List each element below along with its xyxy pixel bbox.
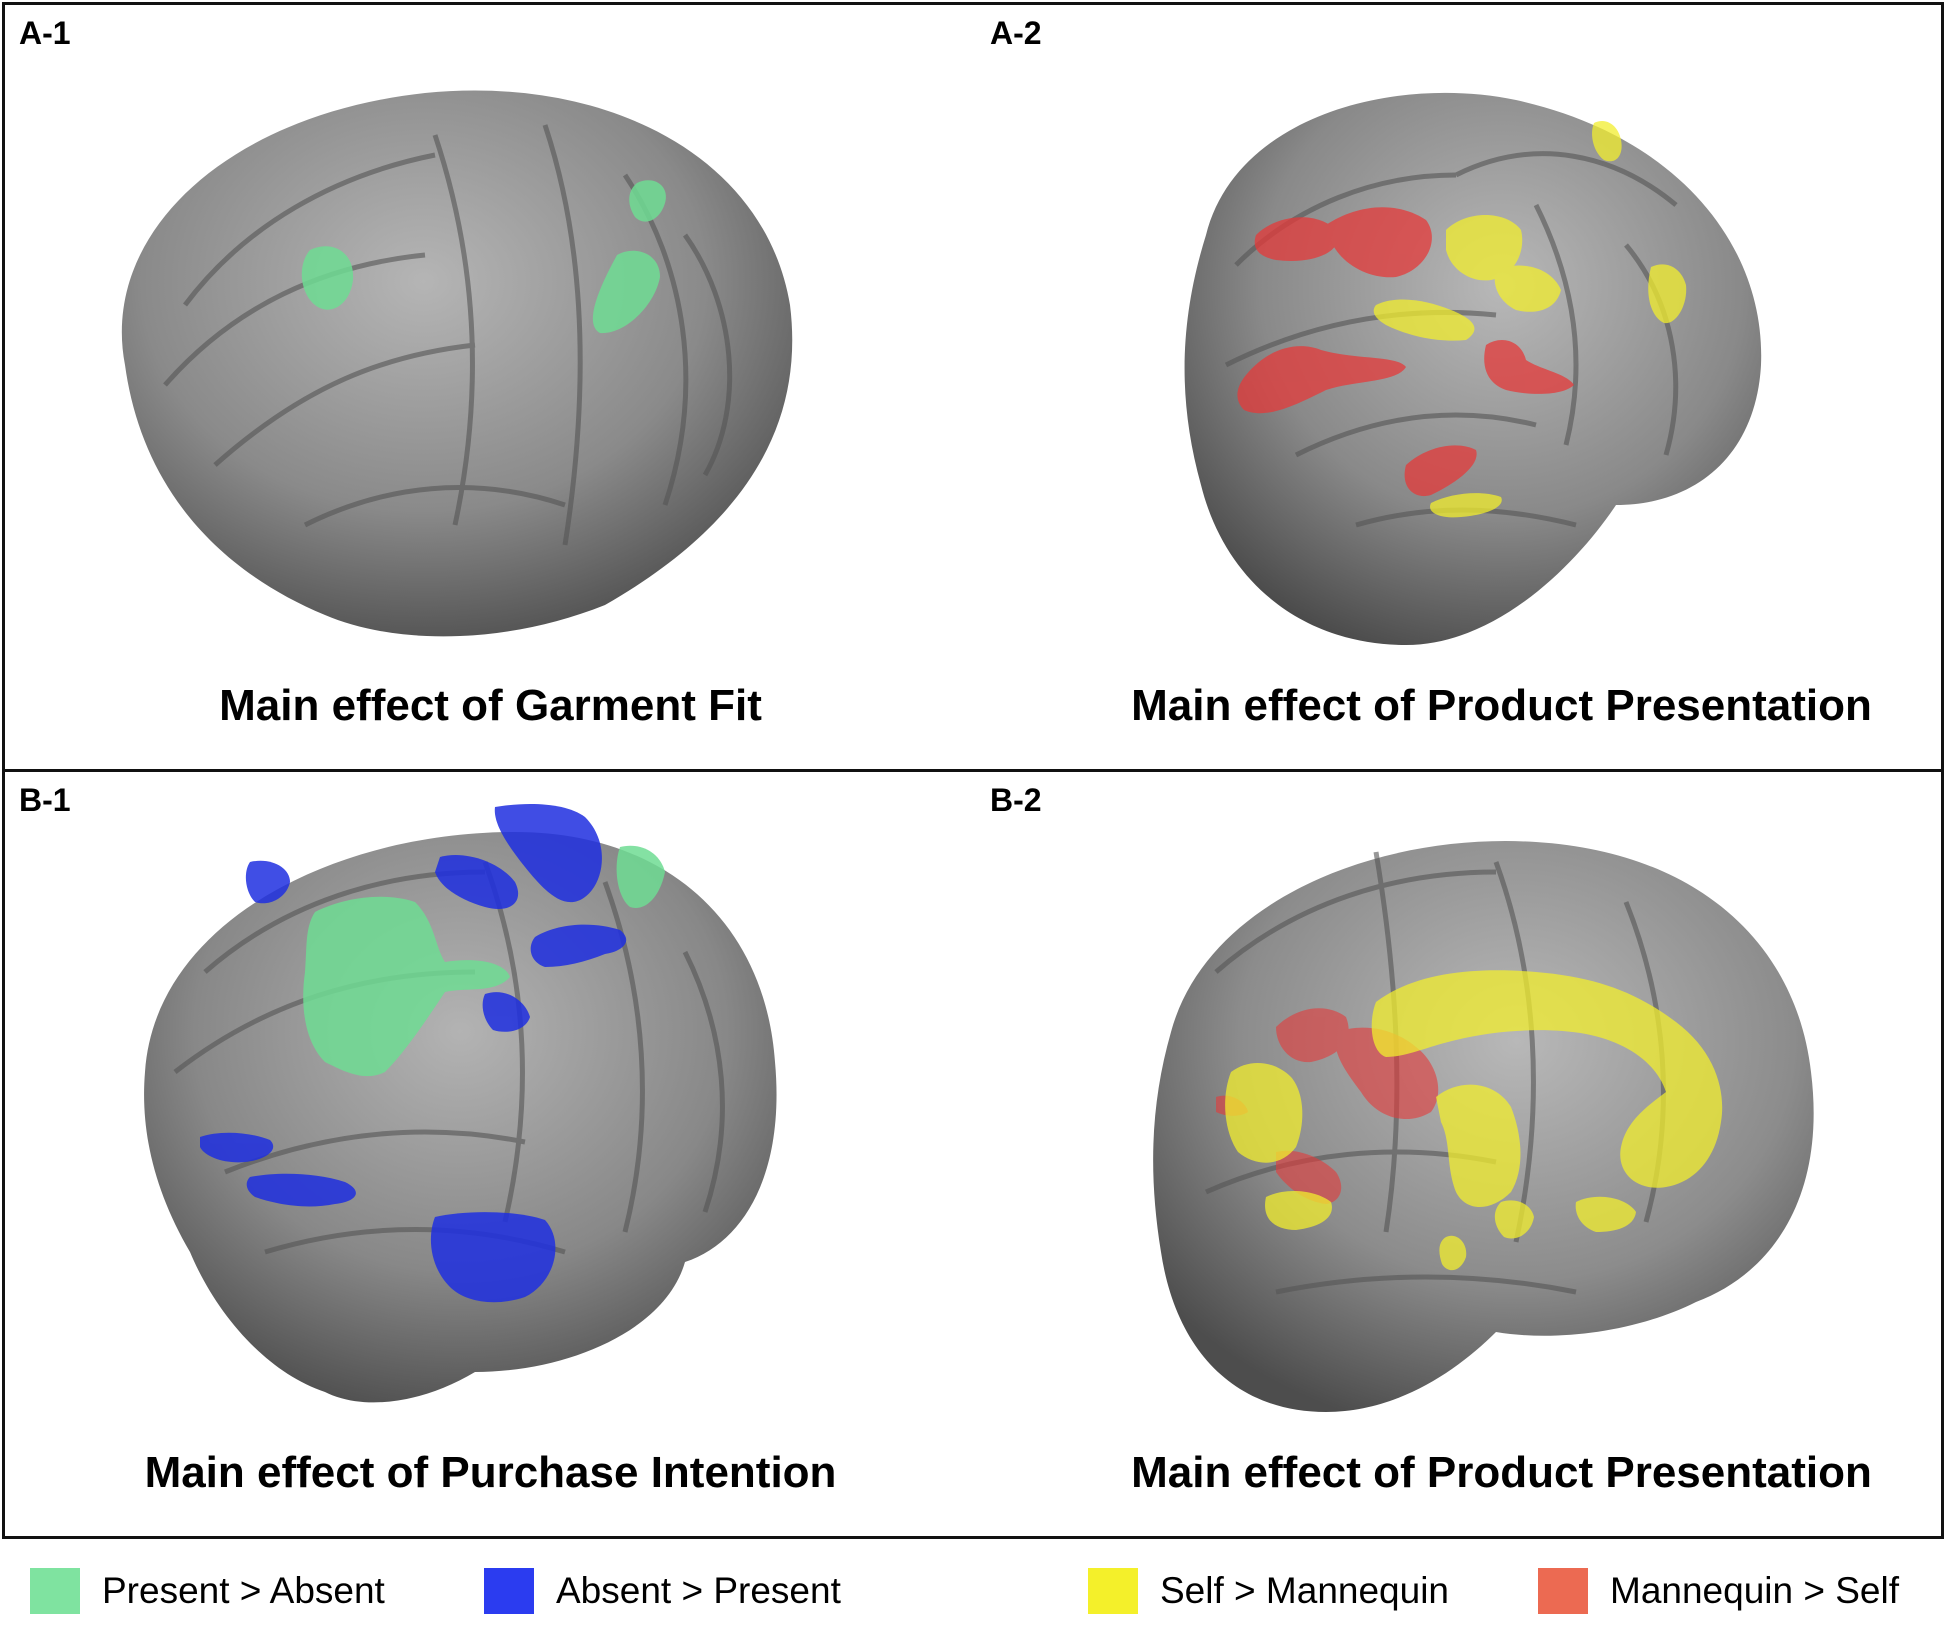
activation-mannequin-self [1237,207,1574,497]
panel-a2: A-2 Main effect of Product Presentation [976,5,1947,769]
legend-label: Present > Absent [102,1570,385,1611]
activation-absent-present [200,804,627,1303]
panel-b1: B-1 Main effect of Purchase Intention [5,772,976,1536]
activation-self-mannequin [1225,970,1723,1271]
legend-item-self-mannequin: Self > Mannequin [1088,1568,1449,1614]
panel-b2: B-2 Main effect of Product Presentation [976,772,1947,1536]
legend-item-mannequin-self: Mannequin > Self [1538,1568,1899,1614]
legend-label: Mannequin > Self [1610,1570,1900,1611]
figure: A-1 Main effect of Garment Fit [2,2,1944,1539]
legend-item-absent-present: Absent > Present [484,1568,841,1614]
brain-render-a2 [1184,92,1762,646]
legend-swatch [484,1568,534,1614]
panel-a1: A-1 Main effect of Garment Fit [5,5,976,769]
legend-label: Self > Mannequin [1160,1570,1450,1611]
brain-render-b2 [1153,841,1814,1412]
panel-label: B-2 [990,782,1042,818]
panel-caption: Main effect of Product Presentation [1131,1448,1872,1497]
panel-caption: Main effect of Purchase Intention [144,1448,837,1497]
activation-mannequin-self [1216,1008,1439,1204]
panel-caption: Main effect of Product Presentation [1131,681,1872,730]
brain-shape [121,90,793,637]
activation-present-absent [301,180,666,334]
legend-swatch [1088,1568,1138,1614]
brain-render-a1 [121,90,793,637]
section-b: B-1 Main effect of Purchase Intention [2,769,1944,1539]
panel-label: A-2 [990,15,1042,51]
panel-label: B-1 [19,782,71,818]
activation-present-absent [303,845,665,1077]
brain-render-b1 [144,804,777,1403]
brain-shape [144,832,777,1403]
gyri-lines [1224,151,1679,528]
legend: Present > Absent Absent > Present Self >… [0,1560,1950,1620]
section-a: A-1 Main effect of Garment Fit [2,2,1944,772]
legend-swatch [30,1568,80,1614]
legend-item-present-absent: Present > Absent [30,1568,385,1614]
panel-caption: Main effect of Garment Fit [219,681,762,730]
activation-self-mannequin [1373,120,1687,518]
panel-label: A-1 [19,15,71,51]
legend-label: Absent > Present [556,1570,841,1611]
legend-swatch [1538,1568,1588,1614]
